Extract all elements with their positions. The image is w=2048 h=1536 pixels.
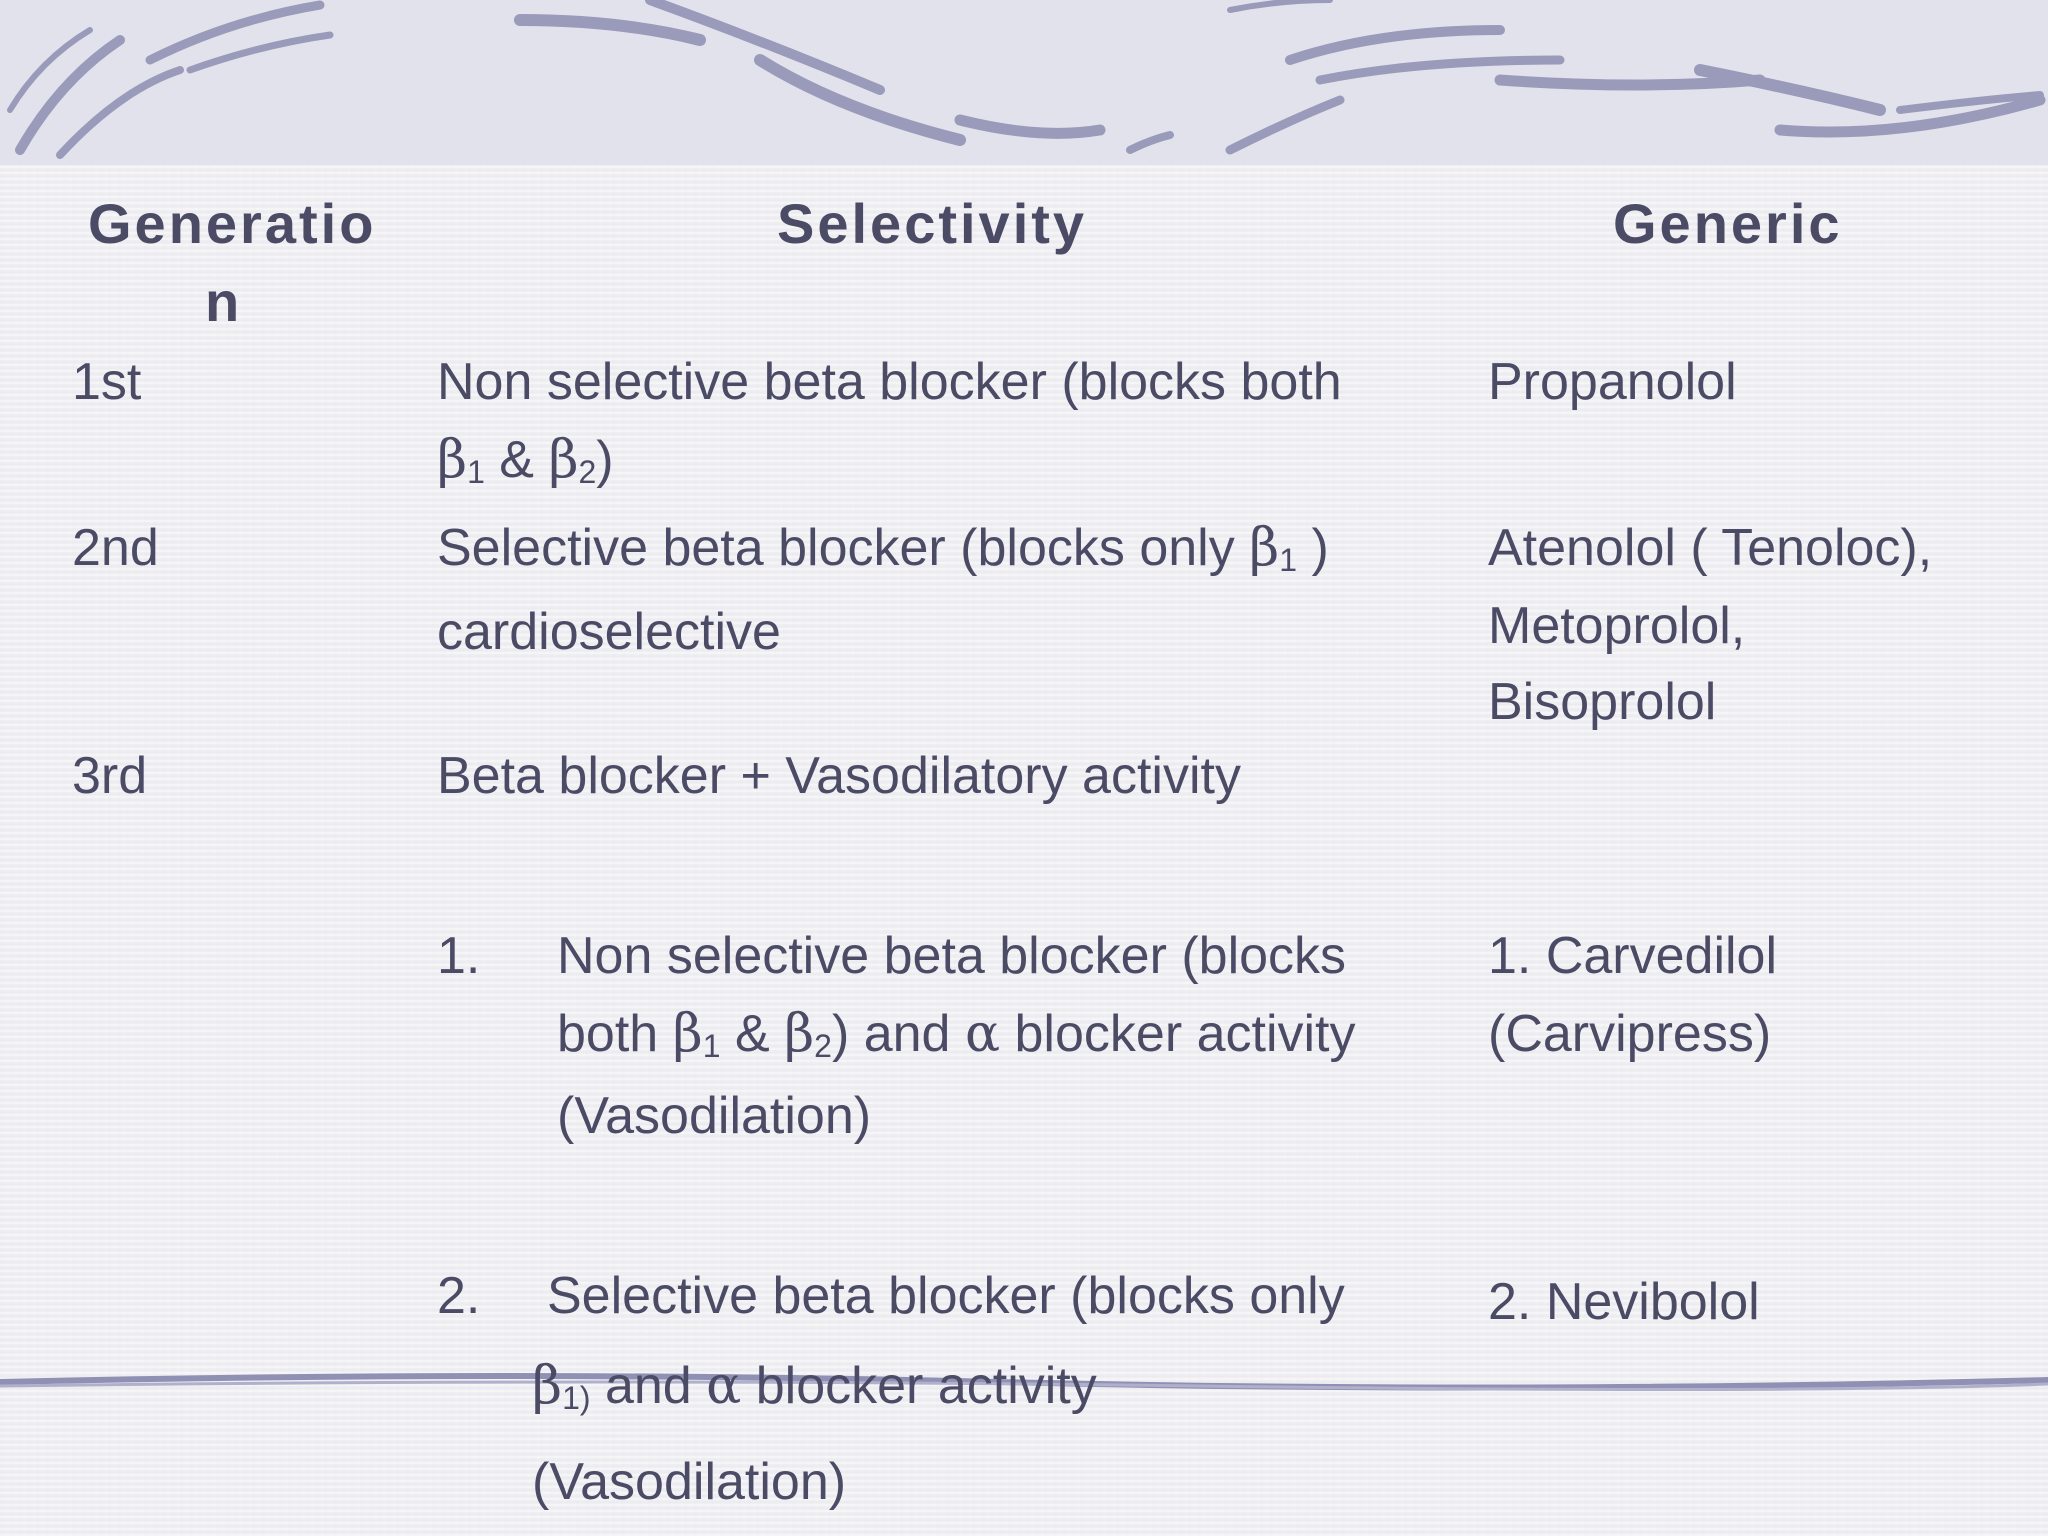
header-generation: Generatio: [88, 192, 377, 255]
decorative-footer-line: [0, 1373, 2048, 1392]
row3-item1-line1: Non selective beta blocker (blocks: [557, 927, 1347, 985]
header-generic: Generic: [1613, 192, 1843, 255]
header-generation-wrap: n: [205, 270, 243, 333]
row3-item1-line2: both β1 & β2) and α blocker activity: [557, 1004, 1356, 1064]
row3-selectivity: Beta blocker + Vasodilatory activity: [437, 747, 1241, 805]
row1-selectivity-line1: Non selective beta blocker (blocks both: [437, 353, 1342, 411]
row2-generic-line3: Bisoprolol: [1488, 673, 1717, 731]
row3-item1-line3: (Vasodilation): [557, 1087, 872, 1145]
row3-item1-generic-line1: 1. Carvedilol: [1488, 927, 1778, 985]
row1-generic: Propanolol: [1488, 353, 1737, 411]
row3-item2-line3: (Vasodilation): [532, 1453, 847, 1511]
row2-selectivity-line1: Selective beta blocker (blocks only β1 ): [437, 518, 1329, 578]
row1-selectivity-line2: β1 & β2): [437, 430, 614, 490]
row3-generation: 3rd: [72, 747, 148, 805]
row2-selectivity-line2: cardioselective: [437, 603, 781, 661]
row3-item2-generic: 2. Nevibolol: [1488, 1273, 1760, 1331]
row3-item2-number: 2.: [437, 1267, 481, 1325]
header-selectivity: Selectivity: [777, 192, 1088, 255]
row2-generic-line1: Atenolol ( Tenoloc),: [1488, 519, 1933, 577]
row2-generation: 2nd: [72, 519, 159, 577]
row3-item1-number: 1.: [437, 927, 481, 985]
decorative-banner: [0, 0, 2048, 165]
row3-item2-line2: β1) and α blocker activity: [532, 1356, 1097, 1416]
row3-item1-generic-line2: (Carvipress): [1488, 1005, 1772, 1063]
row3-item2-line1: Selective beta blocker (blocks only: [547, 1267, 1345, 1325]
row1-generation: 1st: [72, 353, 142, 411]
row2-generic-line2: Metoprolol,: [1488, 597, 1746, 655]
